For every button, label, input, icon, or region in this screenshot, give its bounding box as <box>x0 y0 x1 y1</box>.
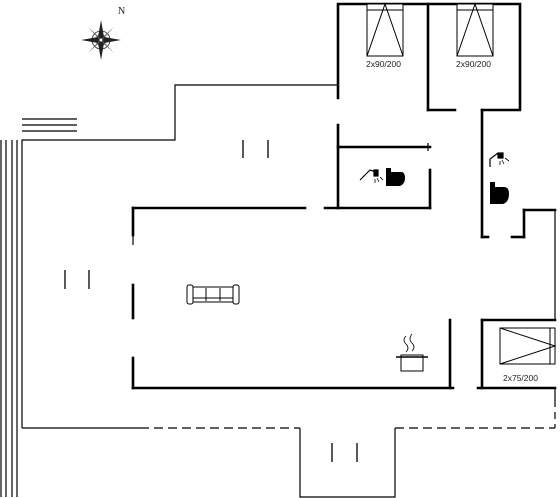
terrace-outline <box>21 84 556 498</box>
cooking-pot-icon <box>396 333 428 372</box>
bed-icon <box>499 327 557 365</box>
walls <box>131 2 557 390</box>
bed-icon <box>456 2 494 57</box>
toilet-icon <box>490 182 509 204</box>
terrace-steps-icon <box>0 140 18 497</box>
shower-icon <box>359 169 384 183</box>
compass-rose-icon <box>81 20 121 60</box>
door-opening-icon <box>64 140 358 462</box>
shower-icon <box>489 152 510 167</box>
bed-size-label: 2x90/200 <box>456 59 491 69</box>
bed-size-label: 2x90/200 <box>366 59 401 69</box>
sofa-icon <box>186 284 240 305</box>
compass-north-label: N <box>118 6 125 17</box>
bed-size-label: 2x75/200 <box>503 373 538 383</box>
bed-icon <box>366 2 404 57</box>
steps-top-icon <box>22 118 77 132</box>
wall-ticks <box>132 143 556 400</box>
toilet-icon <box>386 168 405 186</box>
